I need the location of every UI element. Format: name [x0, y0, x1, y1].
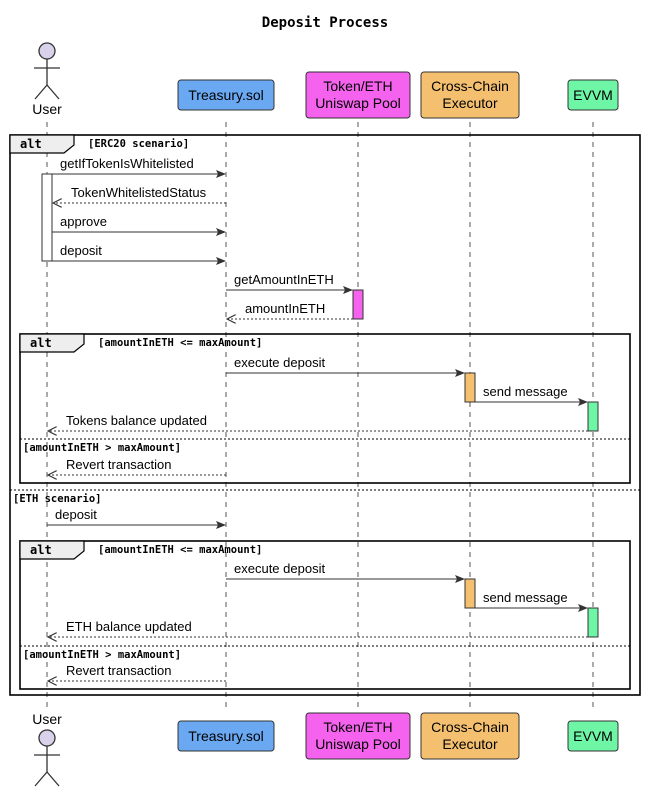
message-13: ETH balance updated [48, 619, 588, 637]
guard-label: [ERC20 scenario] [88, 138, 189, 150]
message-label: ETH balance updated [66, 619, 192, 634]
participant-label: Cross-Chain [431, 78, 509, 94]
participant-label: User [32, 711, 62, 727]
message-9: Revert transaction [48, 457, 226, 475]
activation-bars [41, 173, 599, 638]
message-1: TokenWhitelistedStatus [53, 185, 226, 203]
alt-frame-eth-border [19, 540, 631, 690]
participant-label: Executor [442, 95, 498, 111]
message-4: getAmountInETH [226, 272, 353, 294]
participant-label: Treasury.sol [188, 728, 263, 744]
activation-evvm-2 [587, 607, 599, 638]
participant-label: EVVM [573, 87, 613, 103]
participant-label: Token/ETH [323, 719, 392, 735]
message-label: send message [483, 590, 568, 605]
participant-label: EVVM [573, 728, 613, 744]
participants: UserUserTreasury.solTreasury.solToken/ET… [32, 42, 619, 787]
message-label: execute deposit [234, 355, 325, 370]
guard-label: [amountInETH <= maxAmount] [98, 544, 262, 556]
actor-bottom: User [32, 711, 62, 787]
participant-label: Uniswap Pool [315, 736, 401, 752]
activation-user [41, 173, 53, 262]
else-eth-scenario: [ETH scenario] [10, 489, 640, 505]
else-erc20-revert: [amountInETH > maxAmount] [20, 438, 630, 454]
diagram-title: Deposit Process [262, 15, 388, 31]
else-eth-revert: [amountInETH > maxAmount] [20, 645, 630, 661]
operator-label: alt [30, 336, 52, 350]
user-actor-icon [34, 729, 60, 787]
participant-treasury-bottom: Treasury.sol [177, 720, 275, 752]
participant-label: Uniswap Pool [315, 95, 401, 111]
message-label: send message [483, 384, 568, 399]
participant-box [177, 79, 275, 111]
message-7: send message [475, 384, 588, 406]
participant-label: Cross-Chain [431, 719, 509, 735]
activation-executor-1 [464, 372, 476, 403]
participant-label: Treasury.sol [188, 87, 263, 103]
alt-frame-erc20-border [19, 333, 631, 484]
participant-treasury-top: Treasury.sol [177, 79, 275, 111]
participant-box [567, 720, 619, 752]
participant-evvm-bottom: EVVM [567, 720, 619, 752]
message-label: deposit [60, 243, 102, 258]
message-label: getIfTokenIsWhitelisted [60, 156, 194, 171]
message-14: Revert transaction [48, 663, 226, 681]
participant-box [305, 712, 411, 760]
activation-executor-2 [464, 578, 476, 609]
alt-frame-outer-border [9, 134, 641, 696]
actor-top: User [32, 42, 62, 117]
activation-evvm-1 [587, 401, 599, 432]
messages: getIfTokenIsWhitelistedTokenWhitelistedS… [47, 156, 588, 681]
user-actor-icon [34, 42, 60, 100]
message-label: TokenWhitelistedStatus [71, 185, 207, 200]
alt-frame-outer: alt [ERC20 scenario] [9, 134, 641, 696]
message-8: Tokens balance updated [48, 413, 588, 431]
message-label: Revert transaction [66, 457, 172, 472]
operator-tab [19, 540, 85, 560]
message-10: deposit [47, 507, 226, 529]
message-0: getIfTokenIsWhitelisted [52, 156, 226, 178]
message-label: getAmountInETH [234, 272, 334, 287]
participant-evvm-top: EVVM [567, 79, 619, 111]
message-label: amountInETH [245, 301, 325, 316]
participant-box [420, 712, 520, 760]
guard-label: [amountInETH <= maxAmount] [98, 337, 262, 349]
message-label: Revert transaction [66, 663, 172, 678]
message-6: execute deposit [226, 355, 465, 377]
guard-label: [amountInETH > maxAmount] [23, 442, 181, 454]
operator-label: alt [30, 543, 52, 557]
message-label: deposit [55, 507, 97, 522]
alt-frame-eth: alt [amountInETH <= maxAmount] [19, 540, 631, 690]
message-3: deposit [52, 243, 226, 265]
participant-box [420, 71, 520, 119]
message-11: execute deposit [226, 561, 465, 583]
message-2: approve [52, 214, 226, 236]
participant-label: Token/ETH [323, 78, 392, 94]
message-label: Tokens balance updated [66, 413, 207, 428]
message-12: send message [475, 590, 588, 612]
message-label: execute deposit [234, 561, 325, 576]
guard-label: [amountInETH > maxAmount] [23, 649, 181, 661]
participant-box [567, 79, 619, 111]
operator-tab [19, 333, 85, 353]
operator-tab [9, 134, 75, 154]
message-5: amountInETH [227, 301, 353, 319]
participant-box [305, 71, 411, 119]
participant-box [177, 720, 275, 752]
participant-label: Executor [442, 736, 498, 752]
message-label: approve [60, 214, 107, 229]
alt-frame-erc20: alt [amountInETH <= maxAmount] [19, 333, 631, 484]
combined-fragments: alt [ERC20 scenario] [ETH scenario] alt [amo… [9, 134, 641, 696]
operator-label: alt [20, 137, 42, 151]
guard-label: [ETH scenario] [13, 493, 102, 505]
activation-pool [352, 289, 364, 320]
participant-label: User [32, 101, 62, 117]
